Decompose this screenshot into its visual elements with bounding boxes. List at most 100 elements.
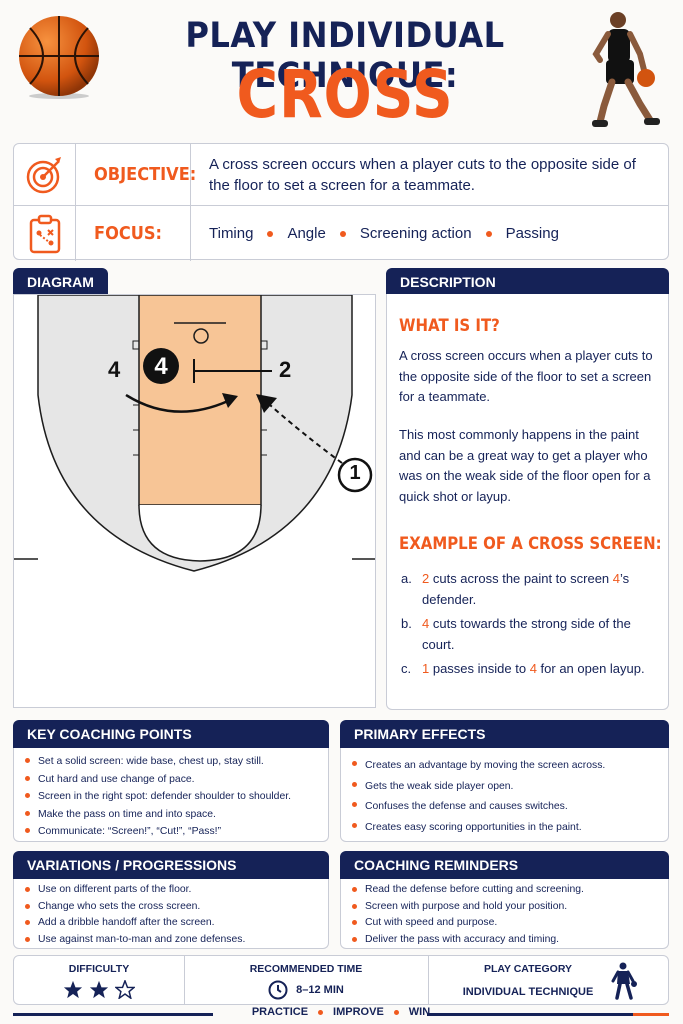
primary-effects-box: Creates an advantage by moving the scree… — [340, 748, 669, 842]
list-item: Change who sets the cross screen. — [24, 899, 245, 916]
divider — [428, 956, 429, 1004]
focus-item: Timing — [209, 225, 254, 242]
clock-icon — [268, 980, 288, 1000]
list-item: Screen in the right spot: defender shoul… — [24, 788, 291, 806]
player-number: 4 — [529, 661, 537, 676]
player-number: 1 — [422, 661, 430, 676]
list-item: Use on different parts of the floor. — [24, 882, 245, 899]
time-row: 8–12 MIN — [184, 980, 428, 1000]
list-item: Communicate: “Screen!”, “Cut!”, “Pass!” — [24, 823, 291, 841]
example-letter: c. — [401, 661, 412, 676]
variations-tab: VARIATIONS / PROGRESSIONS — [13, 851, 329, 879]
list-item: Creates easy scoring opportunities in th… — [351, 818, 605, 839]
objective-text: A cross screen occurs when a player cuts… — [209, 156, 636, 194]
list-item: Set a solid screen: wide base, chest up,… — [24, 753, 291, 771]
category-value: INDIVIDUAL TECHNIQUE — [462, 986, 594, 998]
bullet-dot — [318, 1009, 324, 1015]
what-is-it-heading: WHAT IS IT? — [399, 316, 500, 336]
bullet-dot — [339, 230, 346, 237]
time-value: 8–12 MIN — [296, 984, 344, 996]
decor-line — [13, 1013, 213, 1016]
footer-info-bar: DIFFICULTY RECOMMENDED TIME 8–12 MIN PLA… — [13, 955, 669, 1005]
diagram-tab: DIAGRAM — [13, 268, 108, 296]
objective-row: OBJECTIVE: A cross screen occurs when a … — [14, 144, 668, 206]
list-item: Deliver the pass with accuracy and timin… — [351, 932, 584, 949]
description-tab: DESCRIPTION — [386, 268, 669, 296]
list-item: Screen with purpose and hold your positi… — [351, 899, 584, 916]
header: PLAY INDIVIDUAL TECHNIQUE: CROSS SCREEN — [0, 0, 683, 210]
objective-label: OBJECTIVE: — [94, 164, 197, 185]
coaching-reminders-box: Read the defense before cutting and scre… — [340, 879, 669, 949]
list-item: Creates an advantage by moving the scree… — [351, 756, 605, 777]
list-item: Cut with speed and purpose. — [351, 915, 584, 932]
decor-line-accent — [633, 1013, 669, 1016]
tagline-bar: PRACTICE IMPROVE WIN — [13, 1006, 669, 1020]
list-item: Gets the weak side player open. — [351, 777, 605, 798]
bullet-dot — [485, 230, 492, 237]
decor-line — [427, 1013, 633, 1016]
player-number: 4 — [422, 616, 430, 631]
difficulty-label: DIFFICULTY — [68, 963, 130, 975]
list-item: Cut hard and use change of pace. — [24, 771, 291, 789]
basketball-icon — [19, 16, 99, 99]
time-label: RECOMMENDED TIME — [249, 963, 363, 975]
tagline: PRACTICE IMPROVE WIN — [13, 1006, 669, 1018]
half-court-svg — [14, 294, 375, 572]
variations-box: Use on different parts of the floor. Cha… — [13, 879, 329, 949]
objective-focus-card: OBJECTIVE: A cross screen occurs when a … — [13, 143, 669, 261]
example-item: c. 1 passes inside to 4 for an open layu… — [401, 659, 659, 701]
player-4-label: 4 — [108, 357, 121, 382]
list-item: Make the pass on time and into space. — [24, 806, 291, 824]
focus-row: FOCUS: Timing Angle Screening action Pas… — [14, 206, 668, 261]
divider — [184, 956, 185, 1004]
tagline-word: PRACTICE — [251, 1006, 309, 1018]
example-heading: EXAMPLE OF A CROSS SCREEN: — [399, 534, 662, 554]
example-text-part: passes inside to — [429, 661, 530, 676]
player-4-marker: 4 — [154, 353, 168, 380]
example-letter: b. — [401, 616, 412, 631]
player-number: 2 — [422, 571, 430, 586]
example-text: 4 cuts towards the strong side of the co… — [422, 614, 652, 655]
focus-list: Timing Angle Screening action Passing — [209, 206, 559, 261]
focus-item: Angle — [287, 225, 326, 242]
divider — [190, 144, 191, 205]
focus-label: FOCUS: — [94, 223, 163, 244]
primary-effects-list: Creates an advantage by moving the scree… — [351, 756, 605, 838]
example-item: b. 4 cuts towards the strong side of the… — [401, 614, 659, 656]
focus-item: Passing — [505, 225, 559, 242]
primary-effects-tab: PRIMARY EFFECTS — [340, 720, 669, 748]
list-item: Confuses the defense and causes switches… — [351, 797, 605, 818]
category-label: PLAY CATEGORY — [483, 963, 573, 975]
star-filled-icon — [63, 980, 83, 999]
coaching-reminders-tab: COACHING REMINDERS — [340, 851, 669, 879]
key-coaching-points-tab: KEY COACHING POINTS — [13, 720, 329, 748]
star-filled-icon — [89, 980, 109, 999]
player-2-label: 2 — [279, 357, 292, 382]
page-title-line1: PLAY INDIVIDUAL TECHNIQUE: — [185, 16, 505, 96]
objective-icon-cell — [14, 144, 76, 205]
description-paragraph-1: A cross screen occurs when a player cuts… — [399, 348, 653, 404]
example-text-part: cuts towards the strong side of the cour… — [422, 616, 631, 652]
example-text: 1 passes inside to 4 for an open layup. — [422, 659, 652, 680]
star-empty-icon — [115, 980, 135, 999]
bullet-dot — [267, 230, 274, 237]
difficulty-section: DIFFICULTY — [14, 956, 184, 1004]
example-item: a. 2 cuts across the paint to screen 4’s… — [401, 569, 659, 611]
difficulty-stars — [14, 980, 184, 999]
list-item: Read the defense before cutting and scre… — [351, 882, 584, 899]
player-number: 4 — [612, 571, 621, 586]
example-letter: a. — [401, 571, 412, 586]
example-text-part: cuts across the paint to screen — [429, 571, 613, 586]
key-coaching-points-box: Set a solid screen: wide base, chest up,… — [13, 748, 329, 842]
key-points-list: Set a solid screen: wide base, chest up,… — [24, 753, 291, 841]
recommended-time-section: RECOMMENDED TIME 8–12 MIN — [184, 956, 428, 1004]
focus-item: Screening action — [359, 225, 472, 242]
bullet-dot — [393, 1009, 399, 1015]
tagline-word: IMPROVE — [333, 1006, 384, 1018]
list-item: Add a dribble handoff after the screen. — [24, 915, 245, 932]
tagline-word: WIN — [408, 1006, 431, 1018]
description-paragraph-2: This most commonly happens in the paint … — [399, 427, 651, 504]
player-1-marker: 1 — [349, 462, 361, 484]
clipboard-icon — [29, 214, 60, 253]
description-panel: WHAT IS IT? A cross screen occurs when a… — [386, 294, 669, 710]
